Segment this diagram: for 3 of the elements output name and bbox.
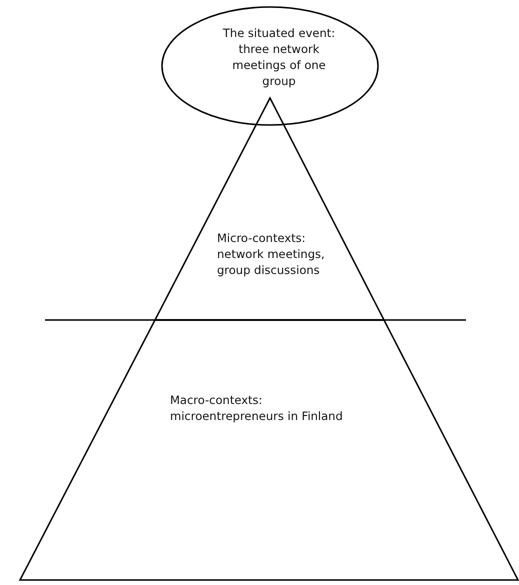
node-text: Macro-contexts: microentrepreneurs in Finland (170, 392, 344, 424)
node-text: Micro-contexts: network meetings, group discussions (217, 230, 326, 278)
node-text: The situated event: three network meetings of one group (222, 25, 336, 89)
